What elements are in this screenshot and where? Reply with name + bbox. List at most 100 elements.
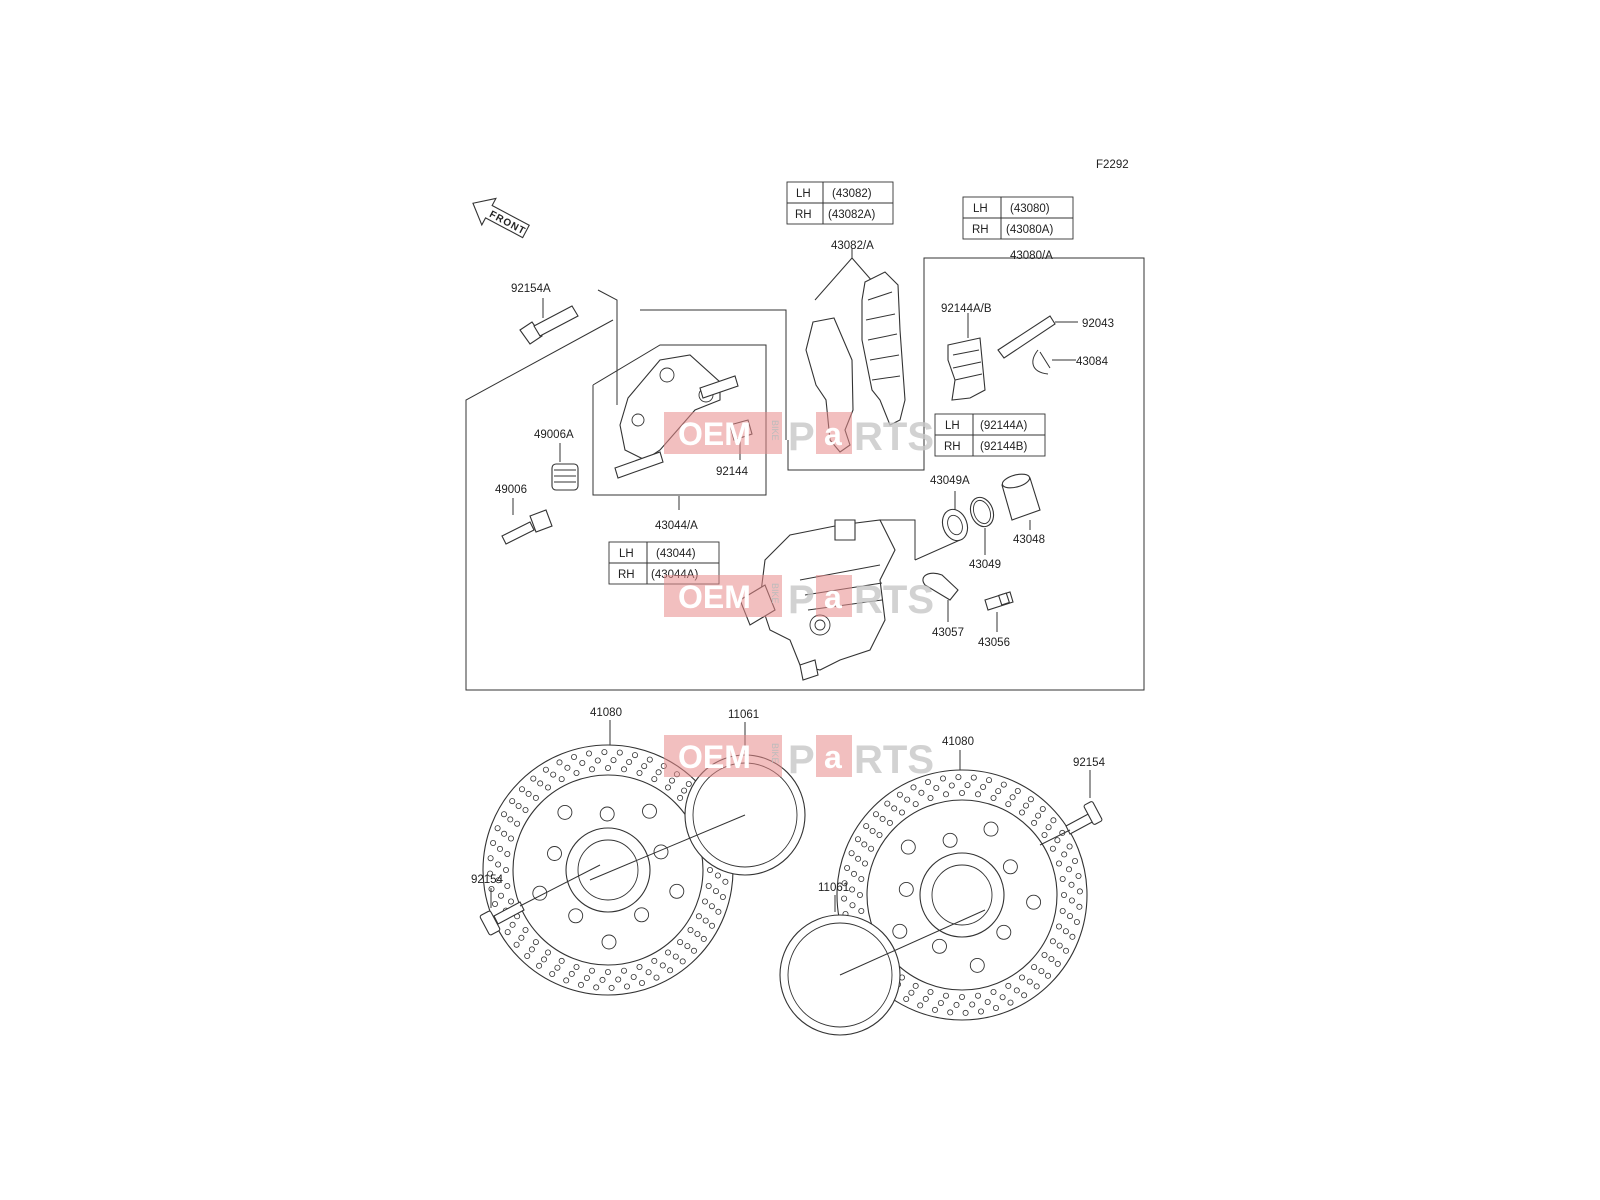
disc-vent-hole <box>943 791 950 798</box>
disc-vent-hole <box>715 908 722 915</box>
disc-vent-hole <box>948 782 955 789</box>
disc-vent-hole <box>501 830 508 837</box>
disc-vent-hole <box>525 790 532 797</box>
disc-vent-hole <box>1073 919 1080 926</box>
caliper-holder <box>614 354 739 510</box>
disc-vent-hole <box>573 770 580 777</box>
disc-vent-hole <box>573 964 580 971</box>
disc-vent-hole <box>545 784 552 791</box>
disc-bolt-hole <box>932 938 947 954</box>
disc-vent-hole <box>962 1009 969 1016</box>
disc-vent-hole <box>494 825 501 832</box>
disc-bolt-hole <box>532 885 548 901</box>
label-92144: 92144 <box>716 466 749 478</box>
disc-vent-hole <box>714 872 721 879</box>
disc-vent-hole <box>1059 908 1066 915</box>
disc-vent-hole <box>705 883 712 890</box>
spring-table-code-1: (92144B) <box>980 441 1027 453</box>
disc-vent-hole <box>1056 942 1063 949</box>
disc-vent-hole <box>995 788 1002 795</box>
disc-bolt-hole <box>898 881 914 897</box>
label-43049: 43049 <box>969 559 1001 571</box>
disc-vent-hole <box>1021 992 1028 999</box>
disc-vent-hole <box>610 757 617 764</box>
disc-bolt-92154-right <box>1039 770 1103 846</box>
disc-vent-hole <box>687 927 694 934</box>
watermark-oem: OEM <box>678 579 751 615</box>
disc-vent-hole <box>1061 851 1068 858</box>
disc-vent-hole <box>655 769 662 776</box>
disc-vent-hole <box>873 811 880 818</box>
disc-vent-hole <box>700 935 707 942</box>
disc-vent-hole <box>917 1002 924 1009</box>
disc-vent-hole <box>515 803 522 810</box>
disc-vent-hole <box>639 980 646 987</box>
disc-vent-hole <box>653 974 660 981</box>
watermark-p: P <box>788 738 815 782</box>
disc-vent-hole <box>507 816 514 823</box>
disc-vent-hole <box>528 946 535 953</box>
disc-vent-hole <box>1013 987 1020 994</box>
disc-vent-hole <box>487 870 494 877</box>
disc-vent-hole <box>645 969 652 976</box>
disc-vent-hole <box>908 989 915 996</box>
label-41080-right: 41080 <box>942 736 974 748</box>
disc-vent-hole <box>554 964 561 971</box>
disc-vent-hole <box>537 780 544 787</box>
disc-vent-hole <box>927 795 934 802</box>
disc-vent-hole <box>672 953 679 960</box>
pads-table-code-1: (43082A) <box>828 209 875 221</box>
disc-vent-hole <box>599 976 606 983</box>
pad-frame <box>597 289 618 405</box>
label-43080A: 43080/A <box>1010 250 1053 262</box>
disc-vent-hole <box>626 759 633 766</box>
disc-vent-hole <box>1054 960 1061 967</box>
disc-vent-hole <box>869 828 876 835</box>
watermark-bike: BIKE <box>770 743 780 764</box>
disc-vent-hole <box>601 749 608 756</box>
disc-vent-hole <box>518 934 525 941</box>
disc-vent-hole <box>940 775 947 782</box>
disc-vent-hole <box>891 805 898 812</box>
holder-table-side-1: RH <box>618 569 635 581</box>
disc-vent-hole <box>858 908 865 915</box>
disc-vent-hole <box>975 992 982 999</box>
disc-bolt-hole <box>557 804 573 820</box>
disc-bolt-hole <box>601 934 617 950</box>
disc-vent-hole <box>509 921 516 928</box>
disc-vent-hole <box>707 867 714 874</box>
disc-vent-hole <box>636 770 643 777</box>
disc-vent-hole <box>605 969 612 976</box>
disc-vent-hole <box>879 815 886 822</box>
label-92043: 92043 <box>1082 318 1114 330</box>
disc-vent-hole <box>563 977 570 984</box>
clip-43084 <box>1032 349 1076 375</box>
holder-table-code-0: (43044) <box>656 548 696 560</box>
disc-vent-hole <box>1027 796 1034 803</box>
disc-vent-hole <box>947 1009 954 1016</box>
disc-vent-hole <box>556 759 563 766</box>
disc-vent-hole <box>1035 812 1042 819</box>
disc-vent-hole <box>524 953 531 960</box>
disc-vent-hole <box>841 880 848 887</box>
disc-vent-hole <box>495 861 502 868</box>
disc-vent-hole <box>855 836 862 843</box>
watermark-a: a <box>824 739 842 775</box>
label-11061-bottom: 11061 <box>818 882 849 894</box>
disc-bolt-hole <box>900 839 916 855</box>
disc-vent-hole <box>943 992 950 999</box>
disc-bolt-hole <box>1026 894 1042 910</box>
watermark-3: OEM BIKE P a RTS <box>664 735 934 782</box>
disc-bolt-hole <box>892 923 908 939</box>
disc-vent-hole <box>1041 832 1048 839</box>
disc-vent-hole <box>1063 947 1070 954</box>
disc-vent-hole <box>593 984 600 991</box>
disc-vent-hole <box>702 898 709 905</box>
disc-vent-hole <box>841 895 848 902</box>
disc-vent-hole <box>1068 897 1075 904</box>
disc-vent-hole <box>579 760 586 767</box>
disc-vent-hole <box>851 870 858 877</box>
disc-vent-hole <box>667 967 674 974</box>
label-43082A: 43082/A <box>831 240 874 252</box>
disc-vent-hole <box>646 756 653 763</box>
